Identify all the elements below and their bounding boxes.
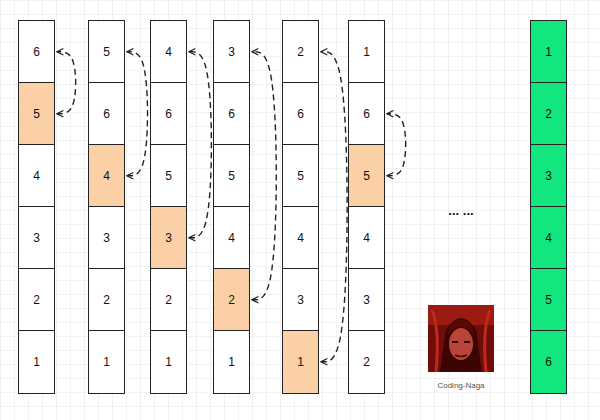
cell-value: 1 [228, 356, 235, 368]
array-cell: 2 [282, 20, 319, 84]
sorted-cell: 5 [530, 268, 567, 332]
cell-value: 4 [228, 232, 235, 244]
cell-value: 2 [228, 294, 235, 306]
cell-value: 3 [545, 170, 552, 182]
cell-value: 6 [228, 108, 235, 120]
cell-value: 5 [363, 170, 370, 182]
array-cell: 5 [150, 144, 187, 208]
cell-value: 6 [363, 108, 370, 120]
swap-cell: 2 [213, 268, 250, 332]
cell-value: 5 [297, 170, 304, 182]
array-cell: 5 [213, 144, 250, 208]
cell-value: 6 [33, 46, 40, 58]
array-cell: 6 [348, 82, 385, 146]
array-cell: 3 [88, 206, 125, 270]
cell-value: 4 [33, 170, 40, 182]
cell-value: 4 [165, 46, 172, 58]
array-cell: 3 [18, 206, 55, 270]
cell-value: 4 [297, 232, 304, 244]
swap-arrow [127, 52, 148, 176]
swap-arrow [252, 52, 276, 300]
swap-cell: 1 [282, 330, 319, 394]
sorted-cell: 6 [530, 330, 567, 394]
cell-value: 4 [545, 232, 552, 244]
cell-value: 5 [228, 170, 235, 182]
swap-arrow [189, 52, 211, 238]
cell-value: 3 [165, 232, 172, 244]
swap-cell: 5 [348, 144, 385, 208]
swap-cell: 4 [88, 144, 125, 208]
swap-cell: 5 [18, 82, 55, 146]
swap-arrow [321, 52, 347, 362]
cell-value: 1 [363, 46, 370, 58]
cell-value: 2 [297, 46, 304, 58]
array-cell: 6 [88, 82, 125, 146]
array-cell: 2 [150, 268, 187, 332]
array-cell: 2 [18, 268, 55, 332]
cell-value: 1 [33, 356, 40, 368]
array-cell: 5 [88, 20, 125, 84]
sorted-cell: 4 [530, 206, 567, 270]
cell-value: 2 [363, 356, 370, 368]
array-cell: 2 [348, 330, 385, 394]
array-cell: 1 [88, 330, 125, 394]
sorted-cell: 3 [530, 144, 567, 208]
swap-arrow [57, 52, 76, 114]
array-cell: 4 [18, 144, 55, 208]
cell-value: 5 [165, 170, 172, 182]
ellipsis-mark: ... ... [448, 203, 473, 218]
cell-value: 5 [33, 108, 40, 120]
cell-value: 3 [103, 232, 110, 244]
cell-value: 2 [545, 108, 552, 120]
array-cell: 3 [348, 268, 385, 332]
array-cell: 4 [150, 20, 187, 84]
sorted-cell: 1 [530, 20, 567, 84]
cell-value: 6 [297, 108, 304, 120]
array-cell: 1 [213, 330, 250, 394]
array-cell: 3 [213, 20, 250, 84]
cell-value: 1 [545, 46, 552, 58]
cell-value: 5 [103, 46, 110, 58]
array-cell: 4 [282, 206, 319, 270]
array-cell: 1 [348, 20, 385, 84]
cell-value: 1 [103, 356, 110, 368]
cell-value: 4 [103, 170, 110, 182]
array-cell: 1 [150, 330, 187, 394]
cell-value: 1 [165, 356, 172, 368]
cell-value: 6 [545, 356, 552, 368]
cell-value: 6 [165, 108, 172, 120]
cell-value: 4 [363, 232, 370, 244]
cell-value: 6 [103, 108, 110, 120]
cell-value: 2 [103, 294, 110, 306]
cell-value: 3 [297, 294, 304, 306]
cell-value: 1 [297, 356, 304, 368]
sorted-cell: 2 [530, 82, 567, 146]
array-cell: 6 [150, 82, 187, 146]
cell-value: 3 [228, 46, 235, 58]
array-cell: 6 [282, 82, 319, 146]
array-cell: 4 [213, 206, 250, 270]
array-cell: 2 [88, 268, 125, 332]
swap-cell: 3 [150, 206, 187, 270]
array-cell: 3 [282, 268, 319, 332]
array-cell: 6 [18, 20, 55, 84]
array-cell: 5 [282, 144, 319, 208]
cell-value: 3 [33, 232, 40, 244]
cell-value: 2 [33, 294, 40, 306]
array-cell: 1 [18, 330, 55, 394]
array-cell: 6 [213, 82, 250, 146]
swap-arrow [387, 114, 406, 176]
cell-value: 5 [545, 294, 552, 306]
avatar-caption: Coding-Naga [437, 381, 484, 390]
cell-value: 3 [363, 294, 370, 306]
array-cell: 4 [348, 206, 385, 270]
cell-value: 2 [165, 294, 172, 306]
